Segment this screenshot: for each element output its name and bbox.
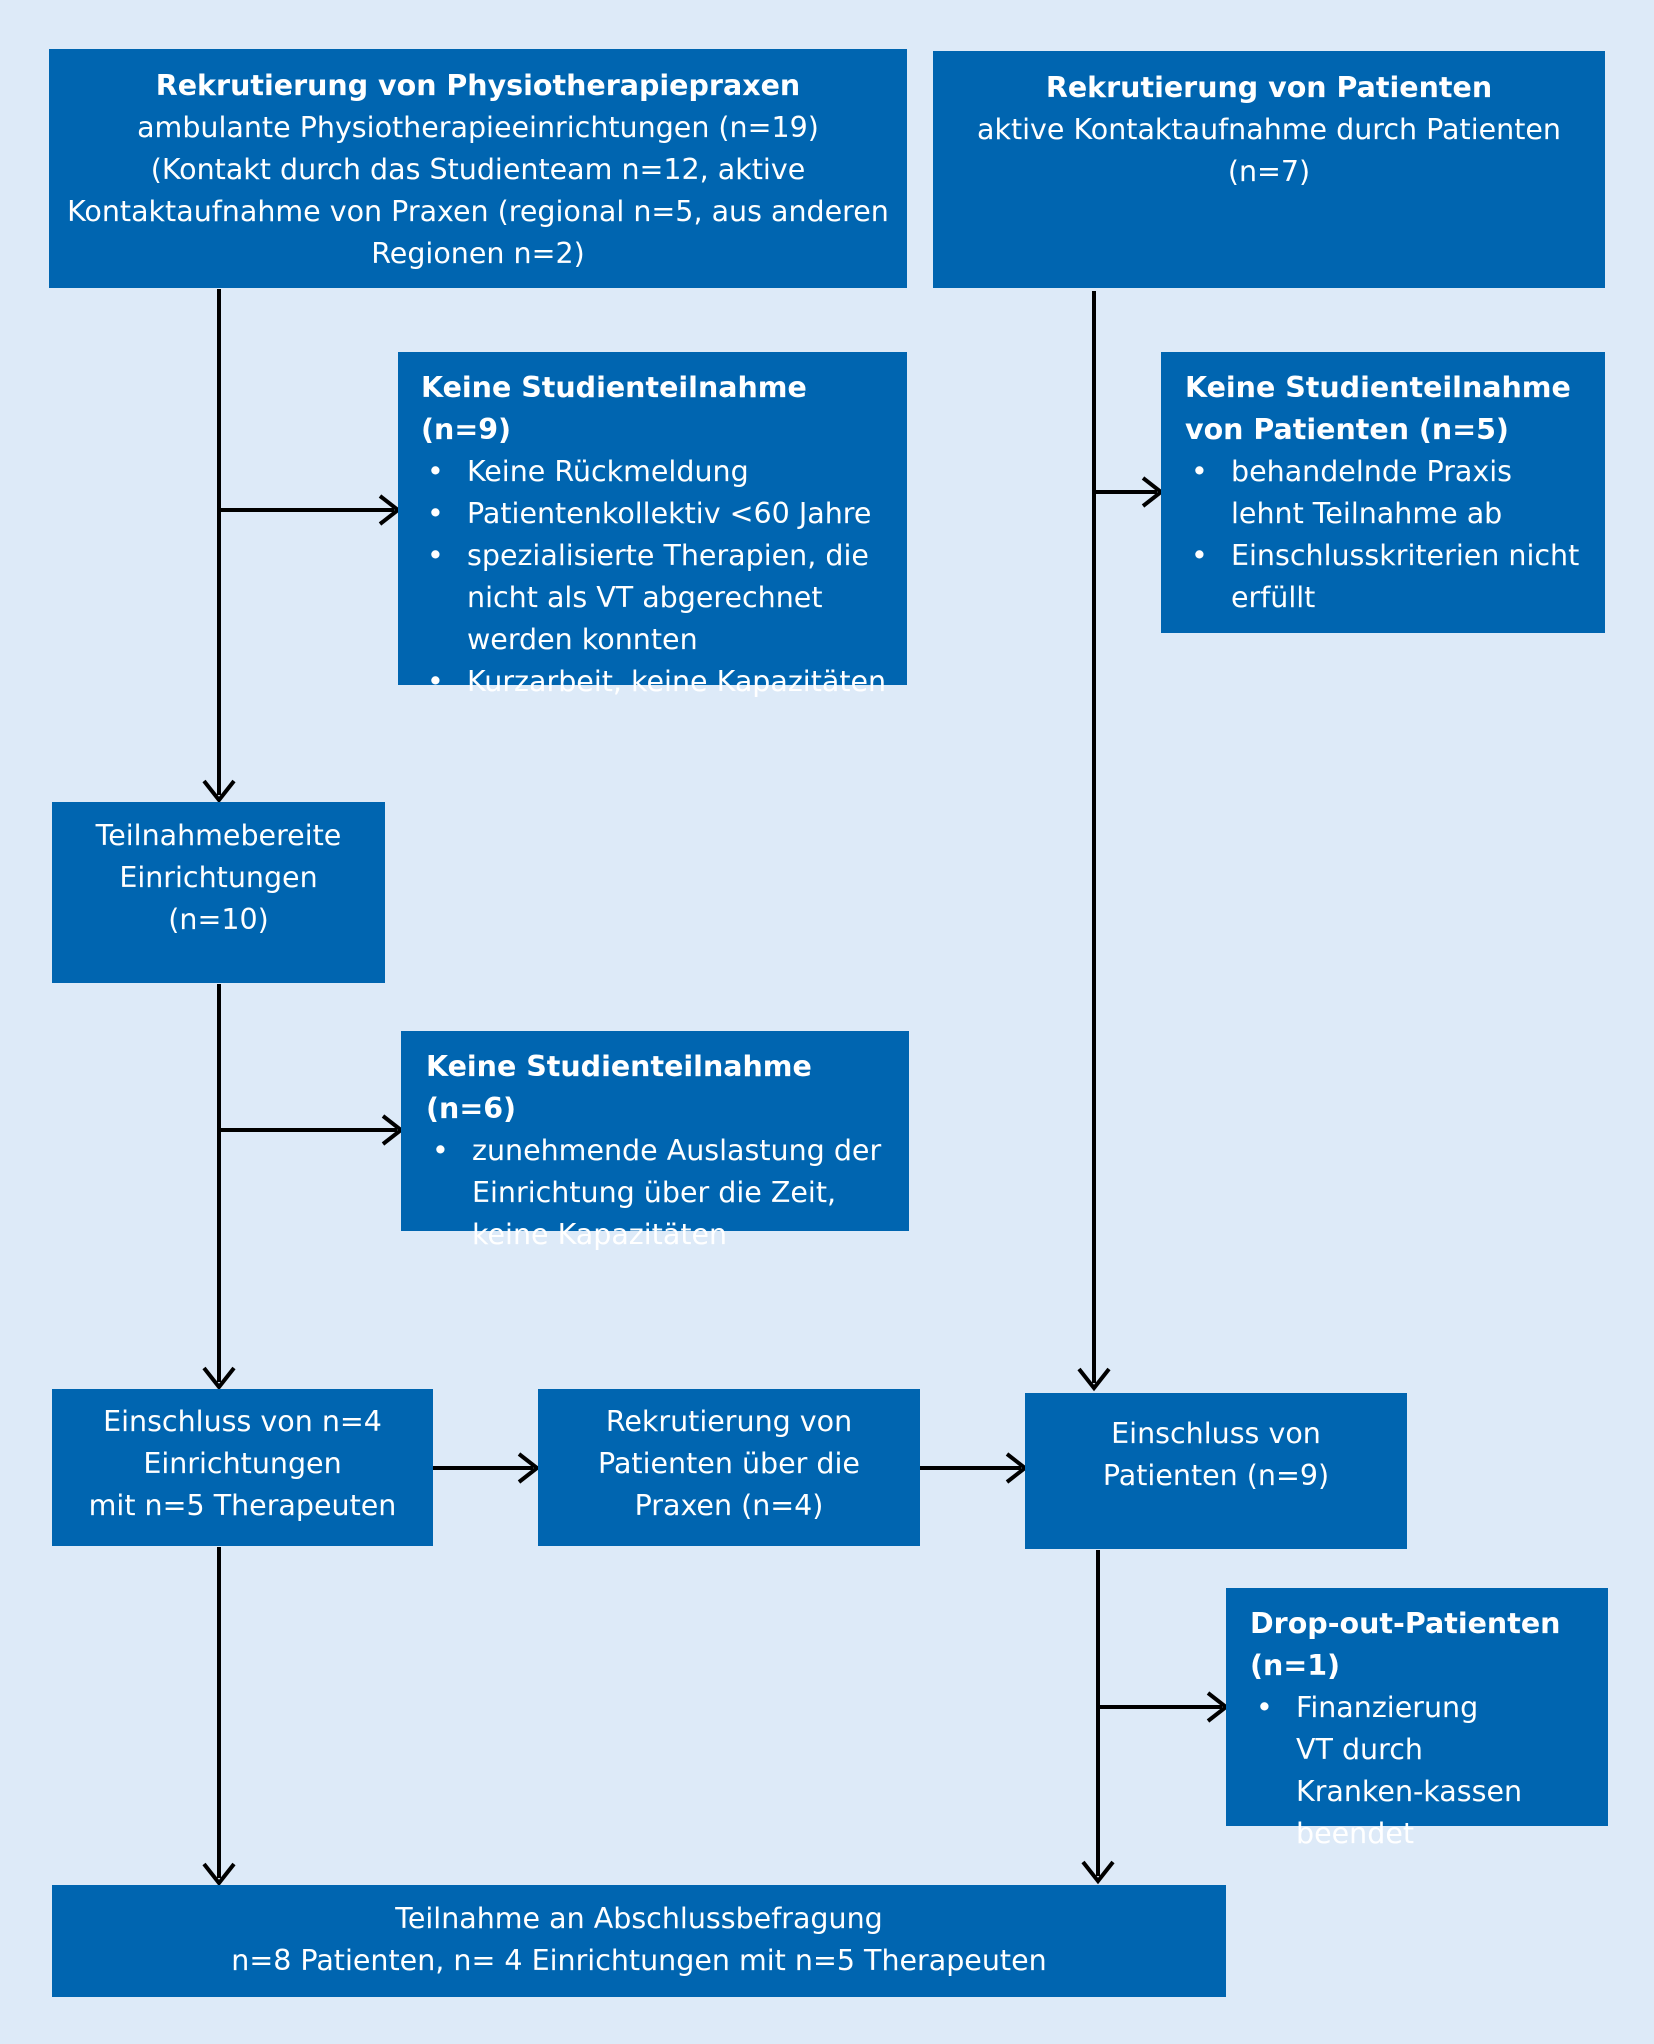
box-text-line: n=8 Patienten, n= 4 Einrichtungen mit n=… [231, 1944, 1047, 1977]
box-title: Keine Studienteilnahme (n=9) [421, 371, 807, 446]
arrowhead-abschluss-right [1081, 1860, 1115, 1885]
reason-item: Patientenkollektiv <60 Jahre [421, 493, 889, 535]
box-title: Keine Studienteilnahme [1185, 371, 1571, 404]
box-text-line: Einschluss von [1111, 1417, 1321, 1450]
box-text-line: Einrichtungen [119, 861, 318, 894]
box-title: Rekrutierung von Patienten [1045, 71, 1493, 104]
reason-list: zunehmende Auslastung der Einrichtung üb… [426, 1130, 895, 1256]
box-text-line: Kontaktaufnahme von Praxen (regional n=5… [67, 195, 889, 228]
reason-list: behandelnde Praxis lehnt Teilnahme ab Ei… [1185, 451, 1591, 619]
box-text-line: Einschluss von n=4 [103, 1405, 382, 1438]
box-keine-teilnahme-9: Keine Studienteilnahme (n=9) Keine Rückm… [398, 352, 907, 703]
box-rekrutierung-ueber-praxen: Rekrutierung von Patienten über die Prax… [538, 1389, 920, 1546]
box-text-line: Rekrutierung von [605, 1405, 853, 1438]
box-text-line: Patienten (n=9) [1102, 1459, 1330, 1492]
box-title: Rekrutierung von Physiotherapiepraxen [155, 69, 801, 102]
box-abschluss: Teilnahme an Abschlussbefragung n=8 Pati… [52, 1885, 1226, 1997]
box-text-line: Regionen n=2) [371, 237, 585, 270]
box-title: Keine Studienteilnahme (n=6) [426, 1050, 812, 1125]
box-text-line: Patienten über die [598, 1447, 860, 1480]
box-title: Drop-out-Patienten [1250, 1607, 1561, 1640]
reason-item: zunehmende Auslastung der Einrichtung üb… [426, 1130, 895, 1256]
box-text-line: (n=7) [1227, 155, 1311, 188]
arrowhead-einschluss-patienten-top [1077, 1367, 1111, 1392]
reason-item: Kurzarbeit, keine Kapazitäten [421, 661, 889, 703]
box-text-line: Teilnahmebereite [95, 819, 342, 852]
box-einschluss-patienten: Einschluss von Patienten (n=9) [1025, 1393, 1407, 1549]
box-text-line: mit n=5 Therapeuten [88, 1489, 397, 1522]
box-text-line: Einrichtungen [143, 1447, 342, 1480]
box-rekrutierung-patienten: Rekrutierung von Patienten aktive Kontak… [933, 51, 1605, 288]
reason-list: Keine Rückmeldung Patientenkollektiv <60… [421, 451, 889, 703]
arrowhead-abschluss-left [202, 1862, 236, 1887]
reason-list: Finanzierung VT durch Kranken-kassen bee… [1250, 1687, 1594, 1855]
box-text-line: Teilnahme an Abschlussbefragung [395, 1902, 883, 1935]
reason-item: Finanzierung VT durch Kranken-kassen bee… [1250, 1687, 1594, 1855]
box-einschluss-einrichtungen: Einschluss von n=4 Einrichtungen mit n=5… [52, 1389, 433, 1546]
box-text-line: ambulante Physiotherapieeinrichtungen (n… [137, 111, 819, 144]
box-text-line: aktive Kontaktaufnahme durch Patienten [977, 113, 1561, 146]
reason-item: Keine Rückmeldung [421, 451, 889, 493]
arrowhead-rekrutierung-praxen [517, 1452, 541, 1484]
box-title: (n=1) [1250, 1649, 1341, 1682]
box-rekrutierung-praxen: Rekrutierung von Physiotherapiepraxen am… [49, 49, 907, 288]
box-keine-teilnahme-patienten-5: Keine Studienteilnahme von Patienten (n=… [1161, 352, 1605, 633]
reason-item: behandelnde Praxis lehnt Teilnahme ab [1185, 451, 1591, 535]
box-dropout: Drop-out-Patienten (n=1) Finanzierung VT… [1226, 1588, 1608, 1850]
box-text-line: Praxen (n=4) [634, 1489, 824, 1522]
box-text-line: (Kontakt durch das Studienteam n=12, akt… [150, 153, 806, 186]
box-text-line: (n=10) [168, 903, 269, 936]
box-teilnahmebereite: Teilnahmebereite Einrichtungen (n=10) [52, 802, 385, 983]
reason-item: spezialisierte Therapien, die nicht als … [421, 535, 889, 661]
arrowhead-einschluss-einrichtungen [202, 1366, 236, 1391]
box-keine-teilnahme-6: Keine Studienteilnahme (n=6) zunehmende … [401, 1031, 909, 1251]
box-title: von Patienten (n=5) [1185, 413, 1509, 446]
arrowhead-teilnahmebereite [202, 779, 236, 804]
reason-item: Einschlusskriterien nicht erfüllt [1185, 535, 1591, 619]
